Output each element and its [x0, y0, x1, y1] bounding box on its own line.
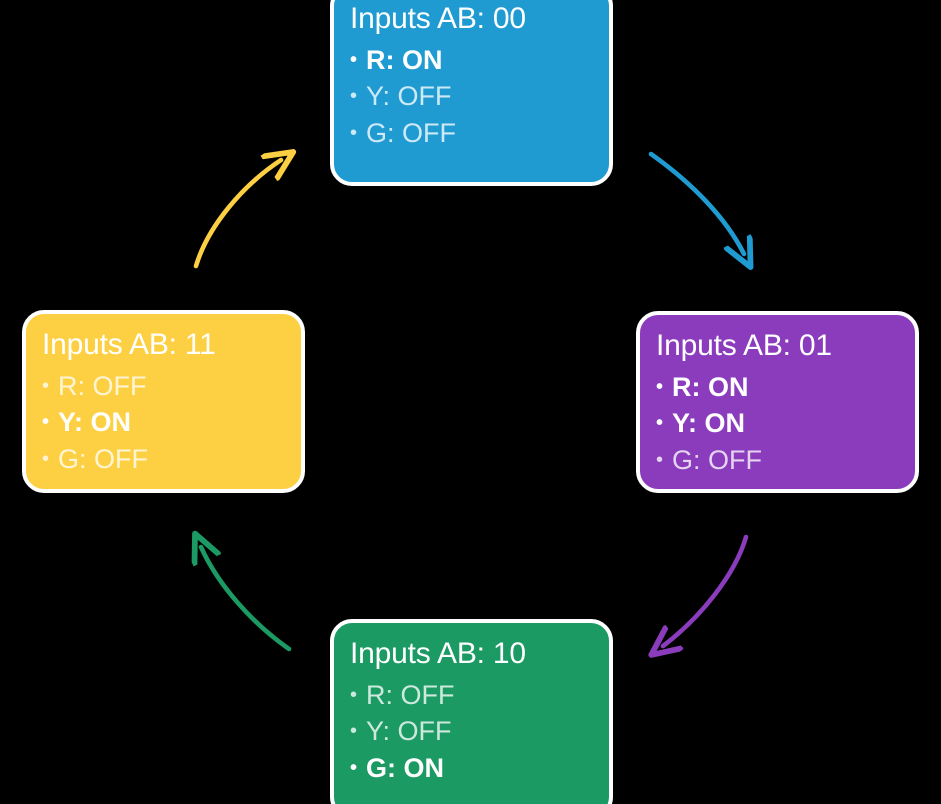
- light-label: Y: ON: [672, 408, 746, 439]
- arrow-bottom-to-left: [201, 547, 292, 652]
- light-status-list: • R: OFF • Y: OFF • G: ON: [350, 677, 609, 787]
- light-status-yellow: • Y: OFF: [350, 78, 609, 115]
- light-status-red: • R: ON: [350, 42, 609, 79]
- light-label: R: OFF: [366, 679, 455, 710]
- light-label: R: OFF: [58, 370, 147, 401]
- bullet-icon: •: [350, 48, 358, 71]
- light-status-red: • R: OFF: [42, 368, 301, 405]
- bullet-icon: •: [350, 85, 358, 108]
- light-status-red: • R: OFF: [350, 677, 609, 714]
- light-status-green: • G: OFF: [350, 115, 609, 152]
- light-label: Y: OFF: [366, 716, 452, 747]
- light-label: G: OFF: [58, 443, 149, 474]
- light-status-red: • R: ON: [656, 369, 915, 406]
- arrow-right-to-bottom: [663, 534, 749, 646]
- light-status-green: • G: OFF: [656, 442, 915, 479]
- bullet-icon: •: [350, 720, 358, 743]
- bullet-icon: •: [656, 375, 664, 398]
- light-label: Y: OFF: [366, 81, 452, 112]
- light-label: R: ON: [672, 371, 749, 402]
- light-label: G: ON: [366, 752, 445, 783]
- bullet-icon: •: [42, 447, 50, 470]
- light-status-yellow: • Y: OFF: [350, 713, 609, 750]
- light-status-list: • R: OFF • Y: ON • G: OFF: [42, 368, 301, 478]
- state-title: Inputs AB: 11: [42, 328, 216, 361]
- state-title: Inputs AB: 01: [656, 329, 832, 362]
- light-status-yellow: • Y: ON: [42, 404, 301, 441]
- bullet-icon: •: [42, 374, 50, 397]
- state-title: Inputs AB: 10: [350, 637, 526, 670]
- light-label: G: OFF: [672, 444, 763, 475]
- bullet-icon: •: [656, 448, 664, 471]
- state-node-01[interactable]: Inputs AB: 01 • R: ON • Y: ON • G: OFF: [636, 311, 919, 493]
- bullet-icon: •: [42, 411, 50, 434]
- state-node-11[interactable]: Inputs AB: 11 • R: OFF • Y: ON • G: OFF: [22, 310, 305, 493]
- state-title: Inputs AB: 00: [350, 2, 526, 35]
- light-status-list: • R: ON • Y: OFF • G: OFF: [350, 42, 609, 152]
- light-status-list: • R: ON • Y: ON • G: OFF: [656, 369, 915, 479]
- light-status-green: • G: OFF: [42, 441, 301, 478]
- light-status-green: • G: ON: [350, 750, 609, 787]
- bullet-icon: •: [350, 121, 358, 144]
- light-label: Y: ON: [58, 407, 132, 438]
- arrow-left-to-top: [193, 160, 281, 269]
- light-label: R: ON: [366, 44, 443, 75]
- bullet-icon: •: [350, 683, 358, 706]
- light-status-yellow: • Y: ON: [656, 405, 915, 442]
- light-label: G: OFF: [366, 117, 457, 148]
- bullet-icon: •: [656, 412, 664, 435]
- state-node-00[interactable]: Inputs AB: 00 • R: ON • Y: OFF • G: OFF: [330, 0, 613, 186]
- arrow-top-to-right: [648, 151, 744, 254]
- bullet-icon: •: [350, 756, 358, 779]
- state-node-10[interactable]: Inputs AB: 10 • R: OFF • Y: OFF • G: ON: [330, 619, 613, 804]
